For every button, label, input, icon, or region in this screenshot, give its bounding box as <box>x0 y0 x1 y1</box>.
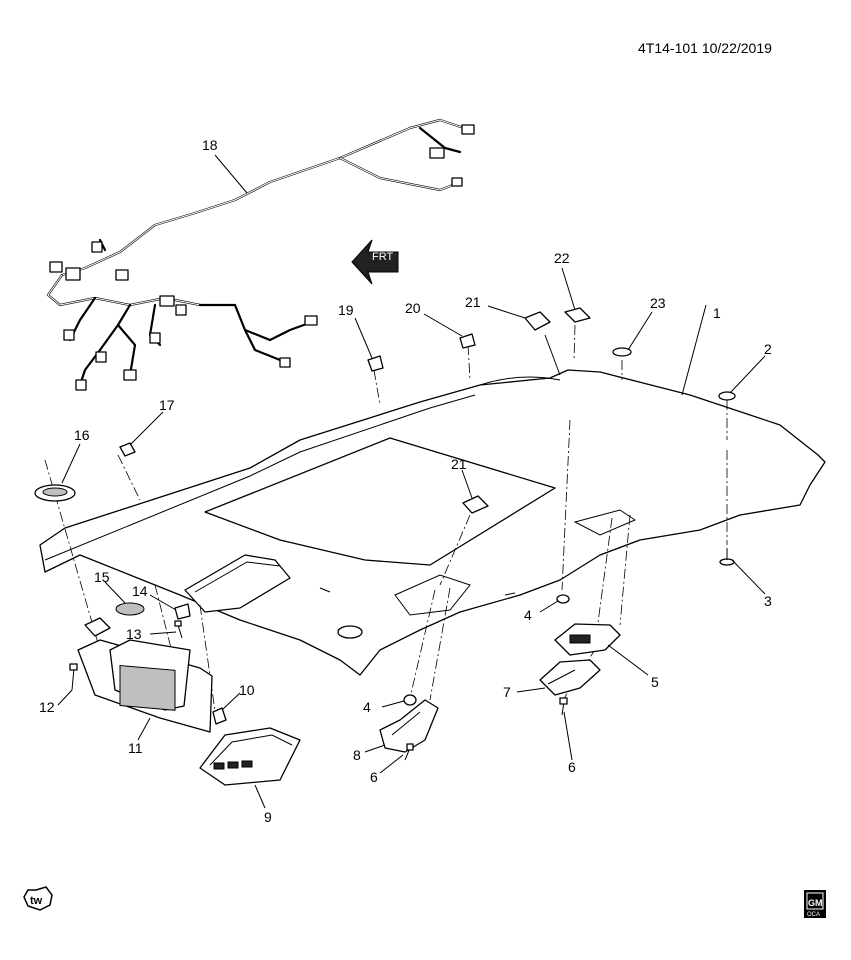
assembly-lines <box>44 324 728 719</box>
callout-labels: 1 2 3 4 4 5 6 6 7 8 9 10 11 12 13 14 15 … <box>39 137 772 825</box>
visor-bracket <box>84 617 111 637</box>
assist-handle-left <box>379 699 439 753</box>
clip-19 <box>367 355 384 372</box>
callout-21-top: 21 <box>465 294 481 310</box>
callout-20: 20 <box>405 300 421 316</box>
bracket-22 <box>564 307 591 323</box>
front-direction-arrow-icon: FRT <box>351 239 399 285</box>
callout-1: 1 <box>713 305 721 321</box>
callout-17: 17 <box>159 397 175 413</box>
grommet-4-right <box>556 594 570 604</box>
callout-2: 2 <box>764 341 772 357</box>
callout-leaders <box>57 154 766 809</box>
callout-15: 15 <box>94 569 110 585</box>
assist-handle-right <box>539 659 601 696</box>
callout-10: 10 <box>239 682 255 698</box>
roof-wiring-harness <box>46 118 475 391</box>
gm-logo-sub: OCA <box>807 912 820 918</box>
front-direction-label: FRT <box>372 251 393 263</box>
bracket-21-lower <box>462 495 489 514</box>
retainer-3 <box>719 548 735 566</box>
headliner-panel <box>39 369 826 676</box>
clip-14 <box>174 603 191 620</box>
bolt-6-left <box>404 743 414 761</box>
tw-logo: tw <box>23 886 53 911</box>
diagram-code: 4T14-101 10/22/2019 <box>638 40 772 56</box>
callout-21-lower: 21 <box>451 456 467 472</box>
callout-5: 5 <box>651 674 659 690</box>
callout-12: 12 <box>39 699 55 715</box>
gm-logo: GM OCA <box>804 890 826 918</box>
callout-9: 9 <box>264 809 272 825</box>
grommet-23 <box>612 347 632 357</box>
clip-17 <box>119 442 136 457</box>
bolt-6-right <box>559 697 568 716</box>
gm-logo-text: GM <box>808 898 823 908</box>
callout-4-left: 4 <box>363 699 371 715</box>
callout-8: 8 <box>353 747 361 763</box>
callout-22: 22 <box>554 250 570 266</box>
grommet-4-left <box>403 694 417 706</box>
clip-20 <box>459 333 476 349</box>
callout-11: 11 <box>128 740 143 756</box>
callout-14: 14 <box>132 583 148 599</box>
clip-10 <box>212 707 227 725</box>
tw-logo-text: tw <box>30 895 43 907</box>
callout-6-left: 6 <box>370 769 378 785</box>
callout-19: 19 <box>338 302 354 318</box>
callout-13: 13 <box>126 626 142 642</box>
pad-21 <box>524 311 551 331</box>
callout-4-right: 4 <box>524 607 532 623</box>
callout-3: 3 <box>764 593 772 609</box>
speaker-grommet <box>34 484 76 502</box>
overhead-console <box>199 727 301 786</box>
reading-lamp <box>554 623 621 656</box>
screw-12 <box>69 663 78 691</box>
callout-16: 16 <box>74 427 90 443</box>
callout-23: 23 <box>650 295 666 311</box>
grommet-2 <box>718 391 736 401</box>
cover-15 <box>115 602 145 616</box>
callout-18: 18 <box>202 137 218 153</box>
callout-7: 7 <box>503 684 511 700</box>
sun-visor <box>77 639 213 733</box>
screw-13 <box>174 620 183 639</box>
callout-6-right: 6 <box>568 759 576 775</box>
